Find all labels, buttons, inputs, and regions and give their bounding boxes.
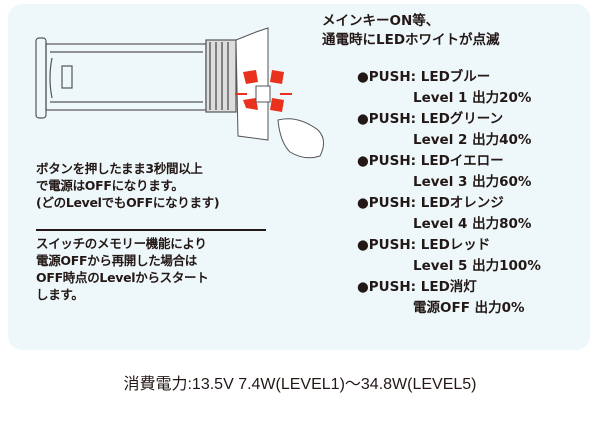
led-flash-icon	[235, 70, 292, 112]
note-line: (どのLevelでもOFFになります)	[36, 195, 220, 210]
power-consumption: 消費電力:13.5V 7.4W(LEVEL1)〜34.8W(LEVEL5)	[123, 376, 477, 393]
step-action: ●PUSH: LEDイエロー	[357, 153, 504, 169]
hand-icon	[277, 118, 324, 159]
note-line: 電源OFFから再開した場合は	[36, 253, 198, 268]
startup-note: メインキーON等、 通電時にLEDホワイトが点滅	[322, 12, 500, 50]
step-result: Level 5 出力100%	[413, 258, 541, 274]
info-panel	[8, 4, 590, 350]
step-result: Level 4 出力80%	[413, 216, 532, 232]
power-off-note: ボタンを押したまま3秒間以上 で電源はOFFになります。 (どのLevelでもO…	[36, 160, 220, 211]
note-line: で電源はOFFになります。	[36, 178, 184, 193]
step-result: Level 2 出力40%	[413, 132, 532, 148]
note-line: スイッチのメモリー機能により	[36, 236, 207, 251]
step-result: Level 3 出力60%	[413, 174, 532, 190]
note-line: メインキーON等、	[322, 13, 440, 29]
note-line: します。	[36, 287, 84, 302]
step-result: 電源OFF 出力0%	[413, 300, 525, 316]
step-action: ●PUSH: LEDグリーン	[357, 111, 504, 127]
step-action: ●PUSH: LEDブルー	[357, 69, 491, 85]
grip-switch-illustration	[35, 27, 324, 159]
note-line: ボタンを押したまま3秒間以上	[36, 161, 203, 176]
divider	[36, 229, 266, 231]
step-action: ●PUSH: LEDレッド	[357, 237, 491, 253]
step-action: ●PUSH: LED消灯	[357, 279, 477, 295]
memory-note: スイッチのメモリー機能により 電源OFFから再開した場合は OFF時点のLeve…	[36, 235, 209, 303]
note-line: OFF時点のLevelからスタート	[36, 270, 209, 285]
note-line: 通電時にLEDホワイトが点滅	[322, 32, 500, 48]
step-result: Level 1 出力20%	[413, 90, 532, 106]
push-step-list: ●PUSH: LEDブルー Level 1 出力20% ●PUSH: LEDグリ…	[357, 67, 541, 319]
step-action: ●PUSH: LEDオレンジ	[357, 195, 504, 211]
